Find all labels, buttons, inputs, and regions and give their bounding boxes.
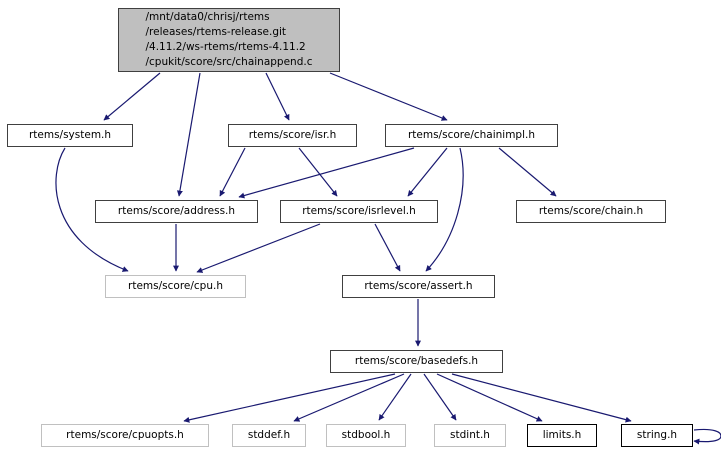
edge-isrlevel-to-cpu [196, 223, 321, 273]
graph-node-label-address: rtems/score/address.h [117, 205, 236, 218]
graph-node-root[interactable]: /mnt/data0/chrisj/rtems /releases/rtems-… [118, 8, 340, 72]
edge-basedefs-to-cpuopts [183, 373, 396, 423]
edge-basedefs-to-stdint [423, 373, 457, 421]
graph-node-address[interactable]: rtems/score/address.h [95, 200, 258, 223]
edge-basedefs-to-stdbool [378, 373, 412, 421]
edge-system-to-cpu [55, 147, 129, 272]
edge-isrlevel-to-assert [374, 223, 401, 272]
graph-node-chainimpl[interactable]: rtems/score/chainimpl.h [385, 124, 558, 147]
edge-basedefs-to-limits [436, 373, 543, 422]
graph-node-label-system: rtems/system.h [28, 129, 112, 142]
graph-node-label-cpu: rtems/score/cpu.h [128, 280, 223, 293]
graph-node-label-root: /mnt/data0/chrisj/rtems /releases/rtems-… [145, 11, 313, 68]
graph-node-chain[interactable]: rtems/score/chain.h [516, 200, 666, 223]
graph-node-isr[interactable]: rtems/score/isr.h [228, 124, 357, 147]
graph-node-basedefs[interactable]: rtems/score/basedefs.h [330, 350, 503, 373]
graph-node-label-stdint: stdint.h [450, 429, 490, 442]
edge-root-to-address [176, 72, 201, 197]
graph-node-cpu[interactable]: rtems/score/cpu.h [105, 275, 246, 298]
graph-node-label-limits: limits.h [542, 429, 582, 442]
edge-basedefs-to-stddef [293, 373, 405, 422]
graph-node-cpuopts[interactable]: rtems/score/cpuopts.h [41, 424, 209, 447]
edge-isr-to-address [219, 147, 246, 197]
graph-node-label-isrlevel: rtems/score/isrlevel.h [302, 205, 416, 218]
edge-chainimpl-to-address [238, 147, 415, 199]
graph-node-label-stddef: stddef.h [247, 429, 291, 442]
edge-basedefs-to-string [451, 373, 632, 423]
graph-node-label-chainimpl: rtems/score/chainimpl.h [407, 129, 536, 142]
graph-node-label-chain: rtems/score/chain.h [538, 205, 644, 218]
edge-chainimpl-to-isrlevel [407, 147, 448, 197]
edge-chainimpl-to-assert [425, 147, 464, 272]
edge-isr-to-isrlevel [298, 147, 338, 197]
graph-node-assert[interactable]: rtems/score/assert.h [342, 275, 495, 298]
edge-chainimpl-to-chain [498, 147, 557, 197]
graph-node-label-isr: rtems/score/isr.h [248, 129, 337, 142]
edge-root-to-system [103, 72, 161, 121]
graph-node-system[interactable]: rtems/system.h [7, 124, 133, 147]
graph-node-limits[interactable]: limits.h [527, 424, 597, 447]
graph-node-label-stdbool: stdbool.h [341, 429, 391, 442]
graph-node-stdbool[interactable]: stdbool.h [326, 424, 406, 447]
graph-node-stdint[interactable]: stdint.h [434, 424, 506, 447]
edge-paths [55, 72, 721, 445]
graph-node-string[interactable]: string.h [621, 424, 693, 447]
graph-node-isrlevel[interactable]: rtems/score/isrlevel.h [280, 200, 438, 223]
graph-node-stddef[interactable]: stddef.h [232, 424, 306, 447]
graph-node-label-cpuopts: rtems/score/cpuopts.h [66, 429, 184, 442]
edge-root-to-isr [265, 72, 290, 121]
edge-root-to-chainimpl [329, 72, 448, 121]
graph-node-label-assert: rtems/score/assert.h [364, 280, 473, 293]
graph-node-label-basedefs: rtems/score/basedefs.h [354, 355, 479, 368]
edge-string-to-string [693, 428, 721, 445]
graph-node-label-string: string.h [636, 429, 678, 442]
